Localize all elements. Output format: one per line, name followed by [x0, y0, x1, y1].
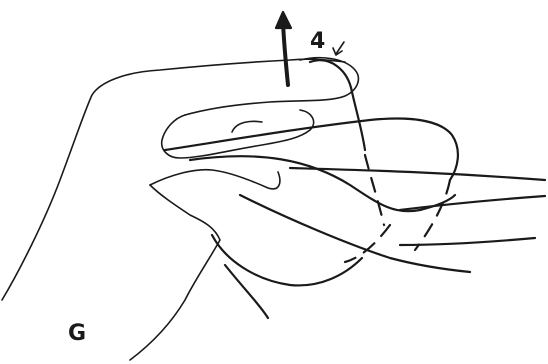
- string-right-lower: [400, 196, 545, 210]
- palm-contour: [130, 185, 220, 360]
- string-bottom: [225, 265, 268, 318]
- string-upper: [165, 119, 458, 180]
- middle-finger: [162, 110, 314, 158]
- string-diagonal: [190, 156, 455, 211]
- step-number-label: 4: [310, 29, 325, 54]
- index-finger: [185, 58, 358, 115]
- string-behind-2: [415, 180, 450, 250]
- string-lower-right: [400, 238, 535, 245]
- thumb: [150, 170, 280, 189]
- strings: [165, 60, 545, 318]
- hand-label: G: [68, 321, 86, 346]
- string-behind-1: [365, 155, 384, 225]
- fingernail: [232, 121, 262, 132]
- up-arrow-icon: [276, 12, 291, 85]
- hand-outline: [2, 59, 345, 300]
- hand: [2, 58, 358, 360]
- small-down-left-arrow-icon: [333, 42, 344, 55]
